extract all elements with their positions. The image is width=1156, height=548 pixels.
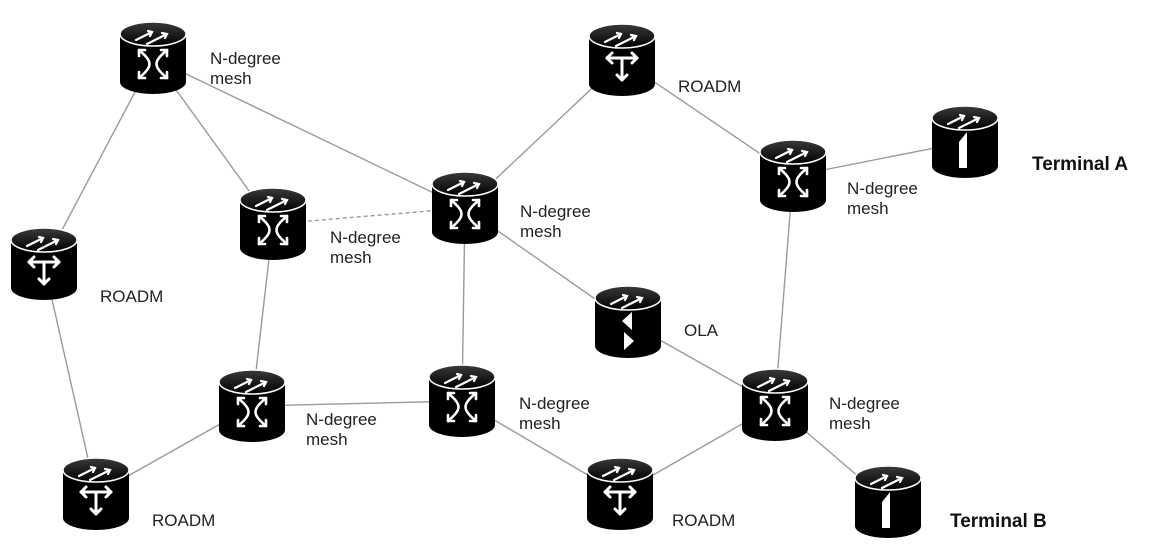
- node-label-m5-1: mesh: [306, 430, 348, 449]
- node-cap: [10, 227, 78, 253]
- node-cap: [741, 368, 809, 394]
- node-cap: [931, 105, 999, 131]
- roadm-node-r3: ROADM: [62, 457, 215, 530]
- link-m4-m7: [774, 175, 794, 406]
- ola-icon: [622, 312, 634, 350]
- nodes: N-degreemeshROADMN-degreemeshN-degreemes…: [10, 21, 1128, 538]
- node-label-m7-1: mesh: [829, 414, 871, 433]
- direction-arrows-icon: [601, 465, 636, 482]
- node-cap: [588, 23, 656, 49]
- terminal-icon: [882, 492, 890, 528]
- mesh-icon: [257, 214, 289, 246]
- mesh-icon: [236, 396, 268, 428]
- node-cap: [594, 285, 662, 311]
- node-body: [429, 377, 495, 437]
- direction-arrows-icon: [774, 147, 809, 164]
- node-body: [742, 381, 808, 441]
- direction-arrows-icon: [446, 179, 481, 196]
- mesh-icon: [777, 166, 809, 198]
- direction-arrows-icon: [869, 473, 904, 490]
- node-body: [240, 200, 306, 260]
- roadm-node-r2: ROADM: [588, 23, 741, 96]
- node-body: [595, 298, 661, 358]
- node-label-m3-0: N-degree: [520, 202, 591, 221]
- node-label-tA-0: Terminal A: [1032, 154, 1128, 175]
- node-label-m1-0: N-degree: [210, 49, 281, 68]
- node-cap: [218, 369, 286, 395]
- node-label-r3-0: ROADM: [152, 511, 215, 530]
- node-cap: [119, 21, 187, 47]
- roadm-node-r1: ROADM: [10, 227, 163, 306]
- roadm-icon: [605, 51, 639, 82]
- node-cap: [759, 139, 827, 165]
- link-r1-r3: [43, 263, 97, 495]
- node-label-m4-0: N-degree: [847, 179, 918, 198]
- roadm-icon: [79, 485, 113, 516]
- direction-arrows-icon: [77, 465, 112, 482]
- direction-arrows-icon: [254, 195, 289, 212]
- node-label-m6-0: N-degree: [519, 394, 590, 413]
- direction-arrows-icon: [756, 376, 791, 393]
- direction-arrows-icon: [603, 31, 638, 48]
- ola-node-ola: OLA: [594, 285, 719, 358]
- node-label-m3-1: mesh: [520, 222, 562, 241]
- link-m5-m6: [251, 400, 463, 407]
- node-body: [219, 382, 285, 442]
- direction-arrows-icon: [25, 235, 60, 252]
- node-label-r2-0: ROADM: [678, 77, 741, 96]
- direction-arrows-icon: [443, 372, 478, 389]
- node-label-m6-1: mesh: [519, 414, 561, 433]
- node-label-m4-1: mesh: [847, 199, 889, 218]
- roadm-icon: [27, 255, 61, 286]
- terminal-node-tB: Terminal B: [854, 465, 1047, 538]
- mesh-icon: [759, 395, 791, 427]
- mesh-icon: [446, 391, 478, 423]
- node-label-ola-0: OLA: [684, 321, 719, 340]
- node-label-m1-1: mesh: [210, 69, 252, 88]
- node-label-m2-0: N-degree: [330, 228, 401, 247]
- direction-arrows-icon: [134, 29, 169, 46]
- mesh-icon: [449, 198, 481, 230]
- node-label-m5-0: N-degree: [306, 410, 377, 429]
- node-label-r4-0: ROADM: [672, 511, 735, 530]
- node-cap: [62, 457, 130, 483]
- node-cap: [431, 171, 499, 197]
- node-label-m7-0: N-degree: [829, 394, 900, 413]
- node-label-tB-0: Terminal B: [950, 511, 1047, 532]
- node-label-m2-1: mesh: [330, 248, 372, 267]
- terminal-node-tA: Terminal A: [931, 105, 1128, 178]
- roadm-icon: [603, 485, 637, 516]
- node-body: [432, 184, 498, 244]
- node-cap: [854, 465, 922, 491]
- terminal-icon: [959, 132, 967, 168]
- links: [43, 57, 966, 503]
- node-label-r1-0: ROADM: [100, 287, 163, 306]
- roadm-node-r4: ROADM: [586, 457, 735, 530]
- direction-arrows-icon: [233, 377, 268, 394]
- link-m1-m3: [152, 57, 466, 209]
- node-body: [760, 152, 826, 212]
- node-cap: [586, 457, 654, 483]
- mesh-icon: [137, 48, 169, 80]
- node-cap: [239, 187, 307, 213]
- direction-arrows-icon: [946, 113, 981, 130]
- node-body: [120, 34, 186, 94]
- node-cap: [428, 364, 496, 390]
- direction-arrows-icon: [609, 293, 644, 310]
